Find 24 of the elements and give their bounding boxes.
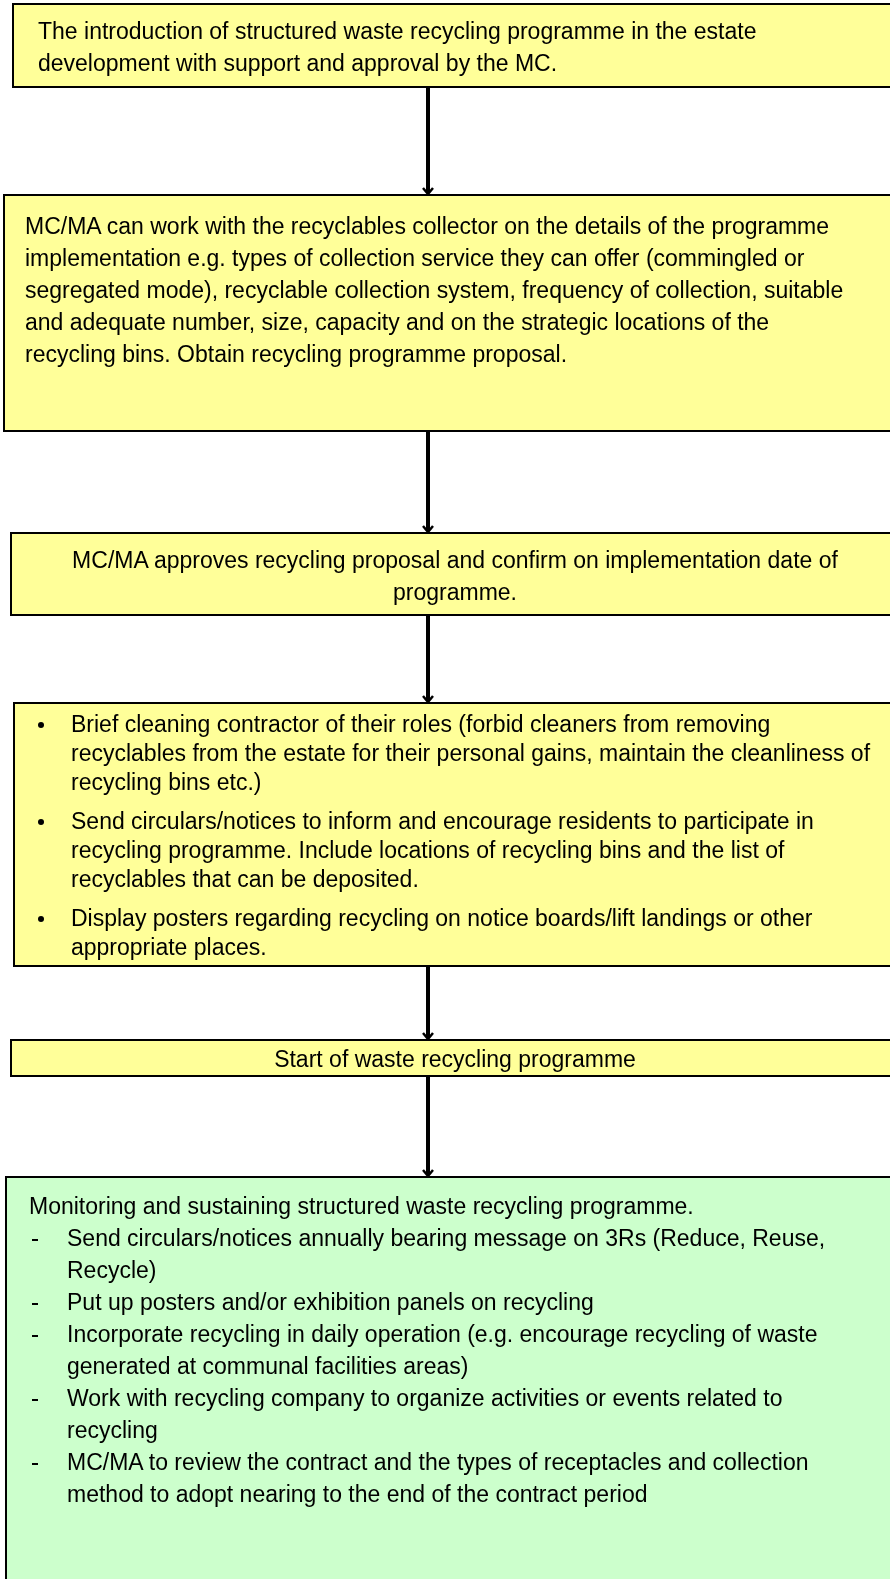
- arrow: [421, 967, 435, 1041]
- arrow: [421, 432, 435, 534]
- step-text: Send circulars/notices to inform and encourage residents to participate in recycling programme. Include locations of recycling bins and the list of recyclables that can be deposited.: [71, 807, 815, 894]
- process-box: [10, 1039, 890, 1077]
- step-text: The introduction of structured waste recycling programme in the estate development with support and approval by the MC.: [38, 17, 758, 78]
- step-text: MC/MA can work with the recyclables collector on the details of the programme implementation e.g. types of collection service they can offer (commingled or segregated mode), recyclable collection system, frequency of collection, suitable and adequate number, size, capacity and on the strategic locations of the recycling bins. Obtain recycling programme proposal.: [25, 212, 845, 369]
- process-box: [13, 702, 890, 967]
- process-box: [12, 3, 890, 88]
- step-text: Send circulars/notices annually bearing message on 3Rs (Reduce, Reuse, Recycle): [67, 1224, 827, 1285]
- process-box: [10, 532, 890, 616]
- arrow: [421, 616, 435, 704]
- step-text: Display posters regarding recycling on notice boards/lift landings or other appropriate places.: [71, 904, 814, 962]
- step-text: MC/MA approves recycling proposal and confirm on implementation date of programme.: [71, 546, 839, 607]
- step-text: Start of waste recycling programme: [273, 1045, 637, 1074]
- step-text: Incorporate recycling in daily operation (e.g. encourage recycling of waste generated at communal facilities areas): [67, 1320, 819, 1381]
- step-text: Monitoring and sustaining structured waste recycling programme.: [29, 1192, 695, 1221]
- arrow: [421, 1077, 435, 1178]
- step-text: Brief cleaning contractor of their roles (forbid cleaners from removing recyclables from the estate for their personal gains, maintain the cleanliness of recycling bins etc.): [71, 710, 872, 797]
- arrow: [421, 88, 435, 196]
- step-text: Put up posters and/or exhibition panels on recycling: [67, 1288, 595, 1317]
- process-box: [3, 194, 890, 432]
- step-text: Work with recycling company to organize activities or events related to recycling: [67, 1384, 784, 1445]
- process-box: [5, 1176, 890, 1579]
- step-text: MC/MA to review the contract and the types of receptacles and collection method to adopt nearing to the end of the contract period: [67, 1448, 810, 1509]
